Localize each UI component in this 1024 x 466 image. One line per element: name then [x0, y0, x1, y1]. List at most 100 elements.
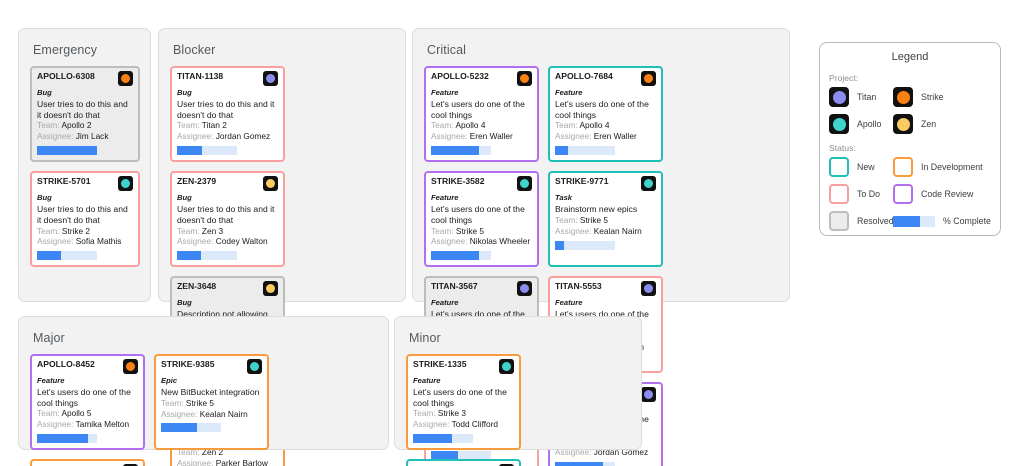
- team-row: Team: Strike 5: [555, 215, 656, 226]
- project-color-dot: [644, 284, 653, 294]
- legend-project-name: Zen: [921, 119, 937, 129]
- issue-id: STRIKE-1335: [413, 359, 467, 369]
- team-label: Team:: [177, 120, 200, 131]
- status-swatch: [893, 184, 913, 204]
- issue-id: TITAN-5553: [555, 281, 602, 292]
- project-icon: [893, 87, 913, 107]
- issue-type: Bug: [37, 88, 52, 97]
- assignee-label: Assignee:: [555, 225, 592, 236]
- percent-complete-bar: [431, 251, 491, 261]
- issue-description: Let's users do one of the cool things: [37, 386, 131, 408]
- issue-id: TITAN-3567: [431, 281, 478, 292]
- card-header: ZEN-3648: [177, 281, 278, 298]
- team-label: Team:: [161, 397, 184, 408]
- legend-status-item: Code Review: [893, 184, 991, 204]
- project-color-dot: [896, 90, 910, 104]
- progress-track: [431, 451, 491, 461]
- project-color-dot: [121, 74, 130, 83]
- team-value: Strike 5: [579, 214, 609, 225]
- percent-complete-bar: [555, 240, 615, 250]
- project-icon: [893, 114, 913, 134]
- assignee-value: Parker Barlow: [215, 457, 268, 466]
- percent-complete-bar: [37, 251, 97, 261]
- assignee-row: Assignee: Codey Walton: [177, 236, 278, 247]
- team-label: Team:: [37, 408, 60, 419]
- assignee-row: Assignee: Kealan Nairn: [555, 226, 656, 237]
- project-color-dot: [520, 179, 529, 189]
- legend-status-item: To Do: [829, 184, 893, 204]
- progress-track: [177, 251, 237, 261]
- assignee-row: Assignee: Eren Waller: [431, 131, 532, 142]
- team-row: Team: Strike 2: [37, 226, 133, 237]
- legend-status-label: Status:: [829, 143, 856, 153]
- issue-type: Bug: [177, 193, 192, 203]
- team-value: Zen 3: [201, 225, 224, 236]
- project-color-dot: [502, 362, 511, 371]
- legend-status-item: In Development: [893, 157, 991, 177]
- assignee-label: Assignee:: [161, 408, 198, 419]
- assignee-row: Assignee: Todd Clifford: [413, 419, 514, 430]
- project-icon: [123, 464, 138, 466]
- assignee-row: Assignee: Jordan Gomez: [177, 131, 278, 142]
- issue-type: Feature: [37, 376, 65, 385]
- assignee-value: Codey Walton: [215, 236, 268, 247]
- issue-id: STRIKE-9771: [555, 176, 609, 187]
- project-icon: [263, 281, 278, 297]
- progress-track: [555, 240, 615, 250]
- progress-track: [177, 146, 237, 156]
- legend-title: Legend: [891, 51, 929, 63]
- team-row: Team: Strike 5: [161, 398, 262, 409]
- team-value: Strike 3: [437, 408, 467, 419]
- project-icon: [641, 71, 656, 86]
- percent-complete-bar: [177, 146, 237, 156]
- project-icon: [118, 176, 133, 192]
- percent-complete-bar: [555, 461, 615, 466]
- card-header: TITAN-1138: [177, 71, 278, 88]
- project-icon: [517, 176, 532, 192]
- progress-fill: [431, 146, 479, 156]
- issue-type: Task: [555, 193, 573, 203]
- project-color-dot: [896, 117, 910, 131]
- card-header: STRIKE-3582: [431, 176, 532, 193]
- card-header: STRIKE-9385: [161, 359, 262, 376]
- issue-id: STRIKE-5701: [37, 176, 91, 187]
- project-color-dot: [266, 74, 275, 83]
- group-title: Critical: [427, 43, 466, 57]
- team-row: Team: Strike 5: [431, 226, 532, 237]
- issue-card[interactable]: TITAN-9363BugUser tries to do this and i…: [406, 459, 521, 466]
- percent-complete-bar: [413, 434, 473, 444]
- project-icon: [263, 176, 278, 192]
- legend-project-name: Strike: [921, 92, 944, 102]
- project-icon: [118, 71, 133, 86]
- legend-status-name: To Do: [857, 189, 880, 199]
- assignee-value: Nikolas Wheeler: [469, 236, 531, 247]
- issue-type: Feature: [431, 193, 459, 203]
- percent-complete-bar: [37, 146, 97, 156]
- team-value: Strike 5: [185, 397, 215, 408]
- legend-status-name: New: [857, 162, 875, 172]
- progress-fill: [555, 146, 569, 156]
- assignee-label: Assignee:: [413, 419, 450, 430]
- issue-description: Let's users do one of the cool things: [431, 98, 525, 120]
- issue-card[interactable]: ZEN-9733BugUser tries to do this and it …: [30, 459, 145, 466]
- issue-id: ZEN-3648: [177, 281, 217, 292]
- team-row: Team: Zen 3: [177, 226, 278, 237]
- group-title: Minor: [409, 331, 441, 345]
- card-header: STRIKE-1335: [413, 359, 514, 376]
- issue-id: APOLLO-5232: [431, 71, 489, 81]
- issue-description: New BitBucket integration: [161, 386, 260, 397]
